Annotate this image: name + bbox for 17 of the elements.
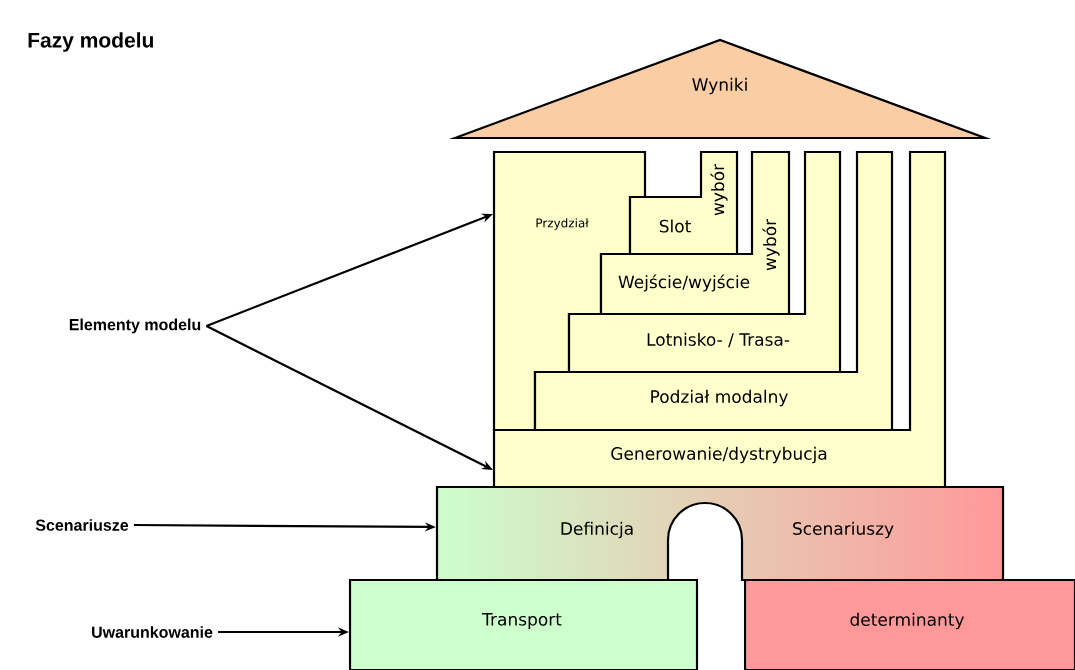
block-label: Definicja xyxy=(561,521,633,539)
block-label: Generowanie/dystrybucja xyxy=(611,446,827,464)
block-label: Transport xyxy=(482,613,562,629)
vertical-label: wybór xyxy=(762,218,780,271)
block-label: Lotnisko- / Trasa- xyxy=(647,332,790,348)
block-label: Scenariuszy xyxy=(793,521,894,539)
block-label: Wejście/wyjście xyxy=(618,274,750,292)
block-label: determinanty xyxy=(850,612,965,630)
vertical-label: wybór xyxy=(710,163,728,216)
block-label: Podział modalny xyxy=(651,389,788,407)
side-label: Uwarunkowanie xyxy=(92,626,213,638)
block-label: Wyniki xyxy=(692,77,747,95)
side-label: Elementy modelu xyxy=(69,318,201,334)
side-label: Scenariusze xyxy=(35,519,129,531)
diagram-title: Fazy modelu xyxy=(28,32,153,52)
block-label: Przydział xyxy=(536,218,589,230)
block-label: Slot xyxy=(659,219,691,233)
